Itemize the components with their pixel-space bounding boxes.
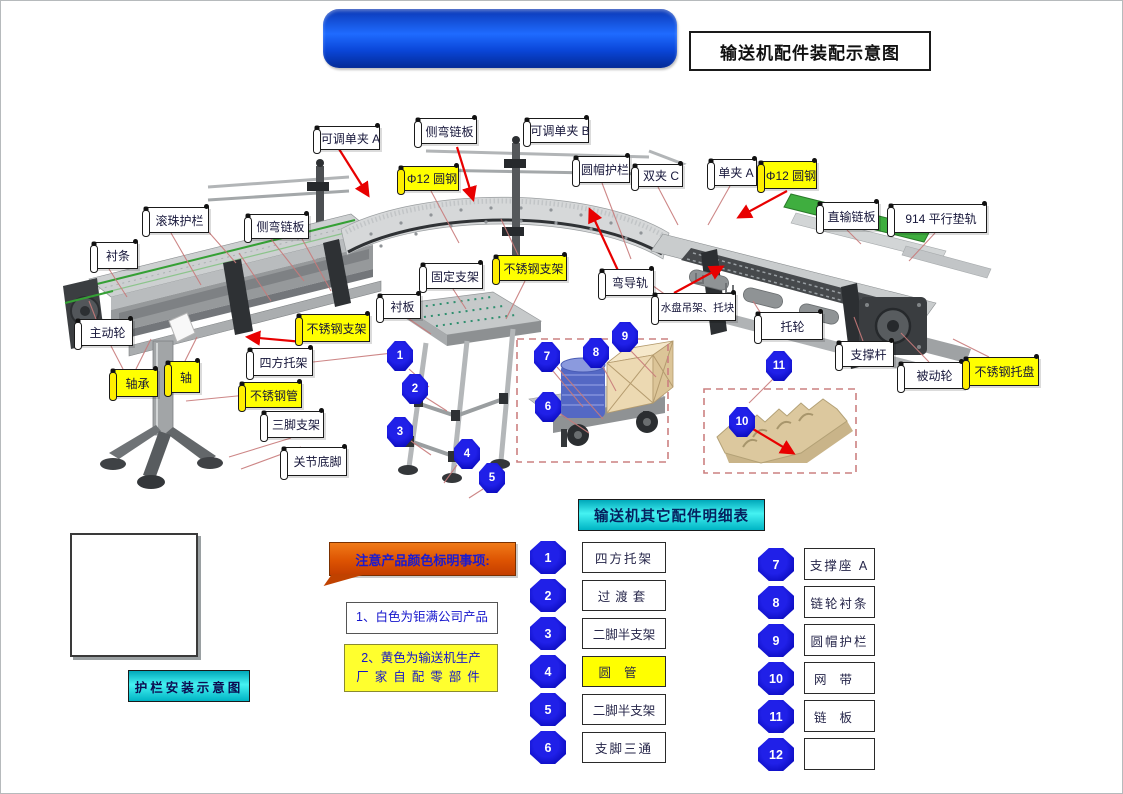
page-title: 输送机配件装配示意图 xyxy=(689,31,931,71)
table-badge-5: 5 xyxy=(530,693,566,726)
callout-curve-guide-rail: 弯导轨 xyxy=(598,266,654,300)
callout-adjustable-clamp-b: 可调单夹 B xyxy=(523,115,590,147)
drum-assembly xyxy=(528,340,674,447)
callout-joint-foot: 关节底脚 xyxy=(280,444,347,480)
blue-title-banner xyxy=(323,9,677,68)
note-yellow-line2: 厂家自配零部件 xyxy=(356,670,486,684)
diagram-badge-6: 6 xyxy=(535,392,561,422)
callout-drive-wheel: 主动轮 xyxy=(74,316,133,350)
parts-table-title: 输送机其它配件明细表 xyxy=(578,499,765,531)
table-badge-1: 1 xyxy=(530,541,566,574)
diagram-badge-11: 11 xyxy=(766,351,792,381)
table-badge-7: 7 xyxy=(758,548,794,581)
table-badge-2: 2 xyxy=(530,579,566,612)
callout-water-tray-hanger: 水盘吊架、托块 xyxy=(651,290,736,325)
callout-fixed-bracket: 固定支架 xyxy=(419,260,483,293)
table-item-4-highlighted: 圆管 xyxy=(582,656,666,687)
callout-phi12-round-steel-right: Φ12 圆钢 xyxy=(757,158,817,193)
diagram-badge-1: 1 xyxy=(387,341,413,371)
table-item-11: 链板 xyxy=(804,700,875,732)
callout-stainless-bracket-center: 不锈钢支架 xyxy=(492,252,567,285)
callout-driven-wheel: 被动轮 xyxy=(897,359,964,393)
guardrail-inset-frame xyxy=(70,533,198,657)
diagram-badge-4: 4 xyxy=(454,439,480,469)
table-item-5: 二脚半支架 xyxy=(582,694,666,725)
callout-bearing: 轴承 xyxy=(109,366,158,401)
callout-straight-chain-plate: 直输链板 xyxy=(816,199,879,234)
diagram-badge-8: 8 xyxy=(583,338,609,368)
diagram-badge-10: 10 xyxy=(729,407,755,437)
callout-stainless-tray: 不锈钢托盘 xyxy=(962,354,1039,390)
diagram-badge-5: 5 xyxy=(479,463,505,493)
table-item-1: 四方托架 xyxy=(582,542,666,573)
callout-phi12-round-steel-left: Φ12 圆钢 xyxy=(397,163,459,195)
callout-double-clamp-c: 双夹 C xyxy=(631,161,683,191)
note-yellow-line1: 2、黄色为输送机生产 xyxy=(361,650,481,665)
guardrail-inset-caption: 护栏安装示意图 xyxy=(128,670,250,702)
table-badge-4: 4 xyxy=(530,655,566,688)
callout-ball-guardrail: 滚珠护栏 xyxy=(142,204,209,237)
callout-stainless-bracket-left: 不锈钢支架 xyxy=(295,311,370,346)
color-note-banner: 注意产品颜色标明事项: xyxy=(329,542,516,576)
table-item-8: 链轮衬条 xyxy=(804,586,875,618)
table-badge-6: 6 xyxy=(530,731,566,764)
table-item-12-empty xyxy=(804,738,875,770)
table-item-3: 二脚半支架 xyxy=(582,618,666,649)
diagram-badge-9: 9 xyxy=(612,322,638,352)
note-yellow-parts: 2、黄色为输送机生产 厂家自配零部件 xyxy=(344,644,498,692)
diagram-badge-7: 7 xyxy=(534,342,560,372)
table-badge-3: 3 xyxy=(530,617,566,650)
table-badge-9: 9 xyxy=(758,624,794,657)
callout-single-clamp-a: 单夹 A xyxy=(707,156,757,190)
table-badge-12: 12 xyxy=(758,738,794,771)
table-item-7: 支撑座 A xyxy=(804,548,875,580)
table-item-6: 支脚三通 xyxy=(582,732,666,763)
callout-round-cap-guardrail: 圆帽护栏 xyxy=(572,153,630,187)
callout-shaft: 轴 xyxy=(164,358,200,397)
table-item-2: 过渡套 xyxy=(582,580,666,611)
table-badge-11: 11 xyxy=(758,700,794,733)
callout-914-parallel-rail: 914 平行垫轨 xyxy=(887,201,987,237)
table-item-10: 网带 xyxy=(804,662,875,694)
diagram-badge-3: 3 xyxy=(387,417,413,447)
callout-side-bend-chain-left: 侧弯链板 xyxy=(244,211,309,243)
diagram-badge-2: 2 xyxy=(402,374,428,404)
red-arrows xyxy=(244,146,796,455)
callout-adjustable-clamp-a: 可调单夹 A xyxy=(313,123,380,154)
callout-stainless-tube: 不锈钢管 xyxy=(238,379,302,412)
callout-tripod-bracket: 三脚支架 xyxy=(260,408,324,442)
table-badge-10: 10 xyxy=(758,662,794,695)
table-badge-8: 8 xyxy=(758,586,794,619)
callout-support-roller: 托轮 xyxy=(754,309,823,344)
callout-side-bend-chain-top: 侧弯链板 xyxy=(414,115,477,148)
callout-liner-plate: 衬板 xyxy=(376,291,421,323)
callout-square-bracket: 四方托架 xyxy=(246,345,313,380)
note-white-products: 1、白色为钜满公司产品 xyxy=(346,602,498,634)
callout-liner-strip: 衬条 xyxy=(90,239,138,273)
mesh-belt xyxy=(716,398,853,464)
callout-support-rod: 支撑杆 xyxy=(835,338,894,371)
table-item-9: 圆帽护栏 xyxy=(804,624,875,656)
